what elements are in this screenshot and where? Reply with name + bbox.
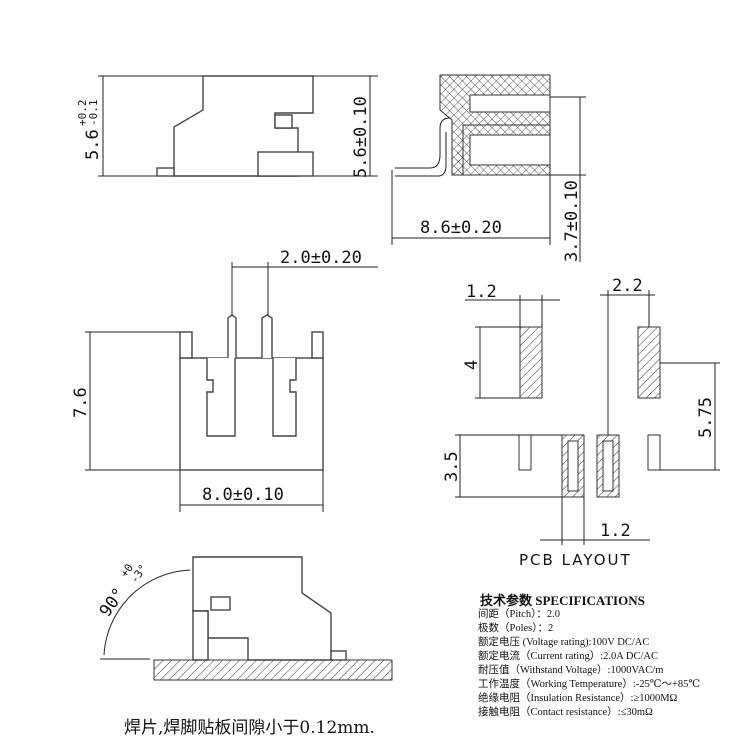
spec-item: 绝缘电阻（Insulation Resistance）:≥1000MΩ: [478, 693, 678, 704]
pitch-label: 2.0±0.20: [280, 248, 362, 268]
section-width-label: 8.6±0.20: [420, 218, 502, 238]
spec-item: 工作温度（Working Temperature）:-25℃～+85℃: [478, 679, 701, 690]
front-width-label: 8.0±0.10: [202, 485, 284, 505]
pcb-layout-title: PCB LAYOUT: [519, 551, 632, 569]
spec-item: 极数（Poles）：2: [478, 623, 554, 634]
angle-tol-plus: +0: [118, 561, 136, 579]
side-height-label: 5.6: [83, 129, 103, 160]
pad-height-label: 4: [462, 360, 482, 370]
lower-pad-label: 3.5: [442, 451, 462, 482]
section-view: 8.6±0.20 3.7±0.10: [391, 74, 586, 262]
spec-item: 额定电流（Current rating）:2.0A DC/AC: [478, 651, 658, 662]
pad: [637, 326, 661, 399]
side-tol-plus: +0.2: [76, 100, 89, 127]
overall-label: 5.75: [696, 397, 716, 438]
spec-item: 额定电压 (Voltage rating):100V DC/AC: [478, 637, 650, 648]
spec-item: 耐压值（Withstand Voltage）:1000VAC/m: [478, 665, 664, 676]
pad-width-label: 1.2: [466, 282, 497, 302]
spec-item: 间距（Pitch）：2.0: [478, 609, 560, 620]
side-view: 5.6 +0.2 -0.1 5.6±0.10: [76, 75, 378, 178]
side-tol-minus: -0.1: [87, 100, 100, 127]
pad: [519, 326, 543, 399]
front-height-label: 7.6: [71, 387, 91, 418]
angle-view: 90° +0 -3°: [96, 556, 393, 681]
specifications-title: 技术参数 SPECIFICATIONS: [480, 593, 645, 608]
spec-item: 接触电阻（Contact resistance）:≤30mΩ: [478, 707, 653, 718]
side-right-height-label: 5.6±0.10: [351, 96, 371, 178]
pad-spacing-label: 2.2: [612, 276, 643, 296]
section-height-label: 3.7±0.10: [562, 180, 582, 262]
angle-label: 90°: [96, 584, 130, 621]
front-view: 2.0±0.20 7.6 8.0±0.10: [71, 248, 378, 512]
solder-gap-caption: 焊片,焊脚贴板间隙小于0.12mm.: [124, 718, 375, 738]
lower-width-label: 1.2: [600, 521, 631, 541]
pcb-layout: 1.2 2.2 4 5.75 3.5 1.2: [442, 276, 720, 545]
